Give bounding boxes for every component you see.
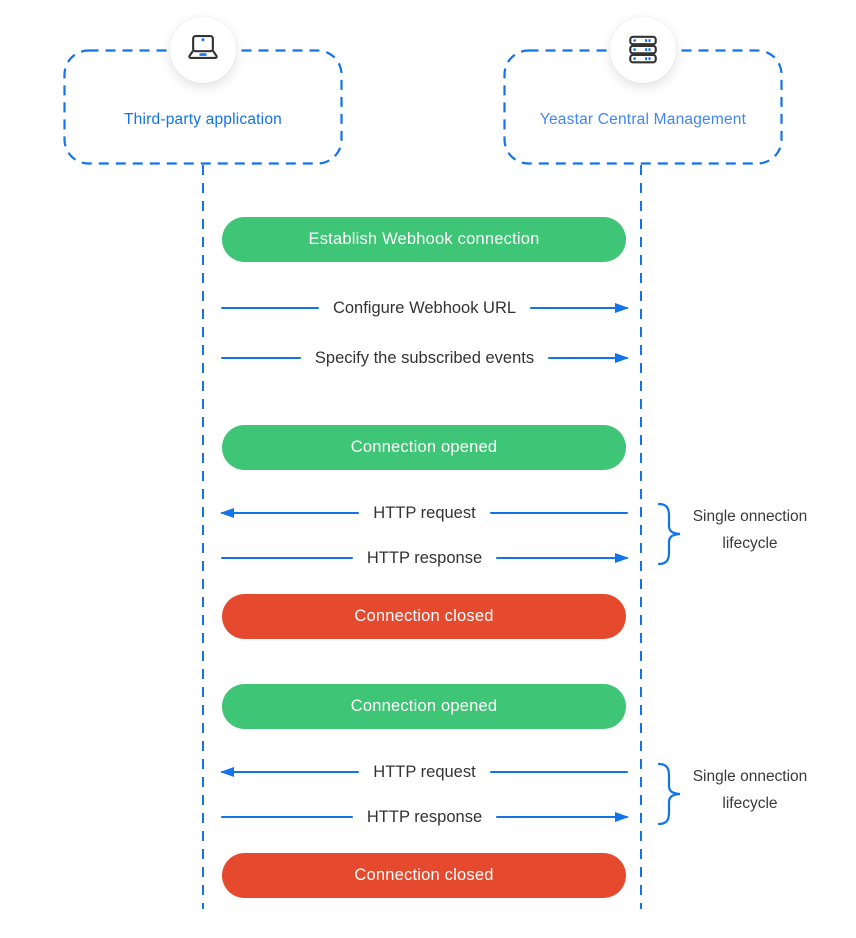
actor-label-third-party: Third-party application: [124, 111, 282, 128]
message-arrow-http-response-2: HTTP response: [221, 806, 628, 828]
message-label: HTTP response: [366, 807, 483, 826]
status-pill-label: Connection opened: [350, 438, 498, 456]
status-pill-connection-opened-2: Connection opened: [222, 684, 626, 729]
message-arrow-http-response-1: HTTP response: [221, 547, 628, 569]
server-icon: [629, 35, 657, 64]
arrow-line: [221, 356, 301, 360]
message-flow: Establish Webhook connection Configure W…: [203, 0, 641, 938]
message-label: Configure Webhook URL: [332, 298, 517, 317]
message-label: Specify the subscribed events: [314, 348, 535, 367]
arrow-line: [489, 770, 628, 774]
arrow-line: [221, 815, 353, 819]
message-label: HTTP request: [373, 503, 476, 522]
status-pill-connection-closed-2: Connection closed: [222, 853, 626, 898]
annotation-line-2: lifecycle: [722, 535, 778, 552]
lifeline-third-party: [202, 165, 204, 909]
arrow-head-right-icon: [548, 356, 628, 360]
actor-avatar-third-party: [170, 17, 236, 83]
annotation-line-2: lifecycle: [722, 795, 778, 812]
dashed-border: [503, 49, 783, 165]
arrow-head-right-icon: [496, 815, 628, 819]
arrow-line: [489, 511, 628, 515]
curly-brace-icon: [657, 502, 681, 566]
message-arrow-http-request-1: HTTP request: [221, 502, 628, 524]
message-arrow-subscribe-events: Specify the subscribed events: [221, 347, 628, 369]
status-pill-label: Connection closed: [354, 866, 494, 884]
annotation-lifecycle-1: Single onnection lifecycle: [680, 503, 820, 557]
status-pill-connection-closed-1: Connection closed: [222, 594, 626, 639]
arrow-head-right-icon: [496, 556, 628, 560]
actor-label-yeastar: Yeastar Central Management: [539, 111, 747, 128]
arrow-line: [221, 306, 319, 310]
arrow-head-left-icon: [221, 511, 360, 515]
arrow-head-right-icon: [530, 306, 629, 310]
arrow-line: [221, 556, 353, 560]
dashed-border: [63, 49, 343, 165]
actor-box-third-party: Third-party application: [63, 49, 343, 165]
status-pill-label: Connection opened: [350, 697, 498, 715]
curly-brace-icon: [657, 762, 681, 826]
lifeline-yeastar: [640, 165, 642, 909]
status-pill-label: Establish Webhook connection: [308, 230, 540, 248]
arrow-head-left-icon: [221, 770, 360, 774]
annotation-line-1: Single onnection: [692, 768, 808, 785]
message-arrow-configure-url: Configure Webhook URL: [221, 297, 629, 319]
status-pill-connection-opened-1: Connection opened: [222, 425, 626, 470]
message-arrow-http-request-2: HTTP request: [221, 761, 628, 783]
status-pill-label: Connection closed: [354, 607, 494, 625]
annotation-lifecycle-2: Single onnection lifecycle: [680, 763, 820, 817]
laptop-icon: [188, 34, 218, 59]
status-pill-establish-webhook: Establish Webhook connection: [222, 217, 626, 262]
message-label: HTTP request: [373, 762, 476, 781]
message-label: HTTP response: [366, 548, 483, 567]
actor-avatar-yeastar: [610, 17, 676, 83]
annotation-line-1: Single onnection: [692, 508, 808, 525]
actor-box-yeastar: Yeastar Central Management: [503, 49, 783, 165]
